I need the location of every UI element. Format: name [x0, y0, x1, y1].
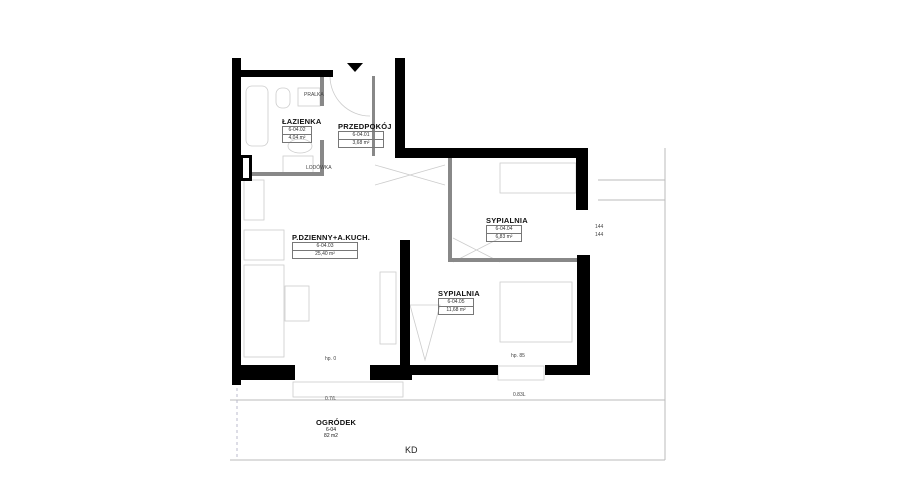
sill-height-label: hp. 85 [511, 353, 525, 359]
washer-label: PRALKA [304, 92, 324, 98]
room-name: SYPIALNIA [438, 289, 480, 298]
room-area: 4,04 m² [283, 134, 311, 142]
room-area: 25,40 m² [293, 250, 357, 258]
garden-outline [230, 148, 666, 461]
room-area: 3,68 m² [339, 139, 383, 147]
garden-name: OGRÓDEK [316, 418, 357, 427]
window-label: 0.83L [513, 392, 526, 398]
fridge-label: LODÓWKA [306, 165, 332, 171]
room-code: 6-04.01 [352, 132, 370, 138]
room-name: PRZEDPOKÓJ [338, 122, 392, 131]
partitions [240, 76, 580, 262]
room-area: 6,83 m² [487, 233, 521, 241]
room-name: P.DZIENNY+A.KUCH. [292, 233, 371, 242]
window-label: 0.7/L [325, 396, 337, 402]
room-area: 11,68 m² [439, 306, 473, 314]
room-code: 6-04.05 [447, 299, 465, 305]
garden-label: OGRÓDEK 6-04 82 m2 [316, 418, 357, 439]
dimension-label: 144 [595, 232, 604, 238]
kd-marker: KD [405, 445, 418, 455]
walls [232, 58, 590, 385]
room-name: SYPIALNIA [486, 216, 528, 225]
room-name: ŁAZIENKA [282, 117, 322, 126]
dimension-label: 144 [595, 224, 604, 230]
room-code: 6-04.04 [495, 226, 513, 232]
entrance-arrow-icon [347, 63, 363, 72]
garden-code: 6-04 [325, 427, 336, 433]
sill-height-label: hp. 0 [325, 356, 337, 362]
garden-area: 82 m2 [324, 433, 338, 439]
room-code: 6-04.02 [288, 127, 306, 133]
room-code: 6-04.03 [316, 243, 334, 249]
